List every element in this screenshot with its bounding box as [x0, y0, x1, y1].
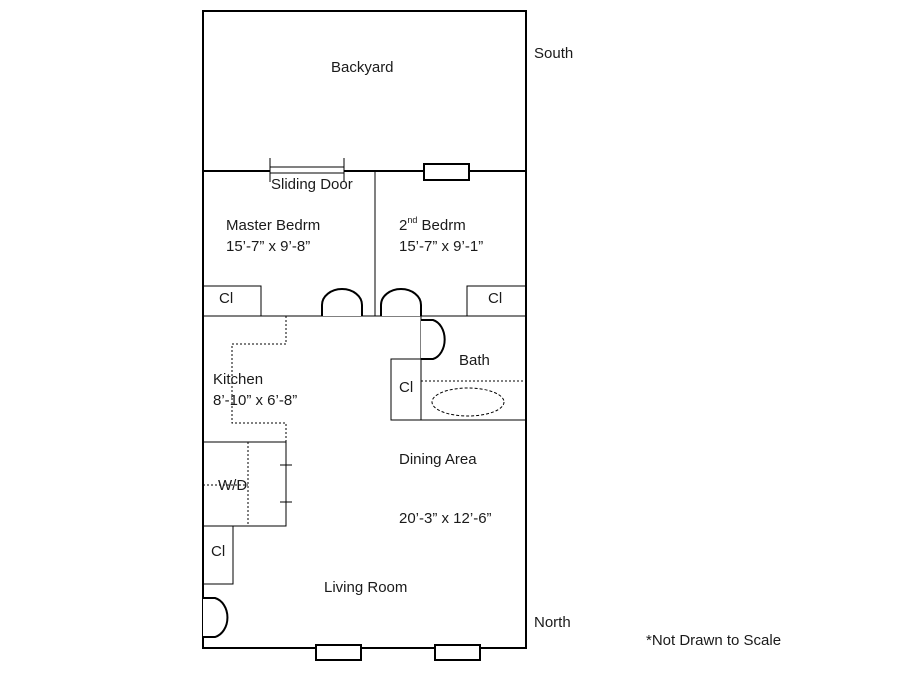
door-front — [203, 597, 229, 638]
sliding-door — [269, 166, 345, 174]
kitchen-name: Kitchen — [213, 371, 264, 388]
scale-note: *Not Drawn to Scale — [646, 632, 782, 649]
laundry-label: W/D — [218, 477, 248, 494]
second-bedroom-name: 2nd Bedrm — [399, 216, 466, 235]
bath-label: Bath — [459, 352, 490, 369]
closet-master — [203, 285, 262, 316]
second-bedroom-word: Bedrm — [417, 217, 466, 234]
master-bedroom-name: Master Bedrm — [226, 217, 321, 234]
second-bedroom-ordinal-suffix: nd — [407, 215, 418, 225]
door-bath — [421, 319, 446, 360]
door-second — [380, 288, 422, 316]
exterior-wall — [202, 10, 527, 649]
backyard-label: Backyard — [331, 59, 394, 76]
closet-second — [466, 285, 526, 316]
compass-south: South — [534, 45, 574, 62]
bathtub — [431, 387, 505, 417]
second-bedroom-size: 15’-7” x 9’-1” — [399, 238, 484, 255]
closet-bath-label: Cl — [399, 379, 414, 396]
dining-name: Dining Area — [399, 451, 477, 468]
closet-second-label: Cl — [488, 290, 503, 307]
living-room-label: Living Room — [324, 579, 408, 596]
closet-master-label: Cl — [219, 290, 234, 307]
door-master — [321, 288, 363, 316]
compass-north: North — [534, 614, 571, 631]
wd-closet — [203, 441, 287, 527]
kitchen-size: 8’-10” x 6’-8” — [213, 392, 298, 409]
dining-size: 20’-3” x 12’-6” — [399, 510, 492, 527]
closet-living — [203, 525, 234, 585]
window-south — [423, 163, 470, 181]
second-bedroom-ordinal: 2 — [399, 217, 408, 234]
sliding-door-label: Sliding Door — [271, 176, 353, 193]
window-north-1 — [315, 644, 362, 661]
closet-living-label: Cl — [211, 543, 226, 560]
master-bedroom-size: 15’-7” x 9’-8” — [226, 238, 311, 255]
window-north-2 — [434, 644, 481, 661]
